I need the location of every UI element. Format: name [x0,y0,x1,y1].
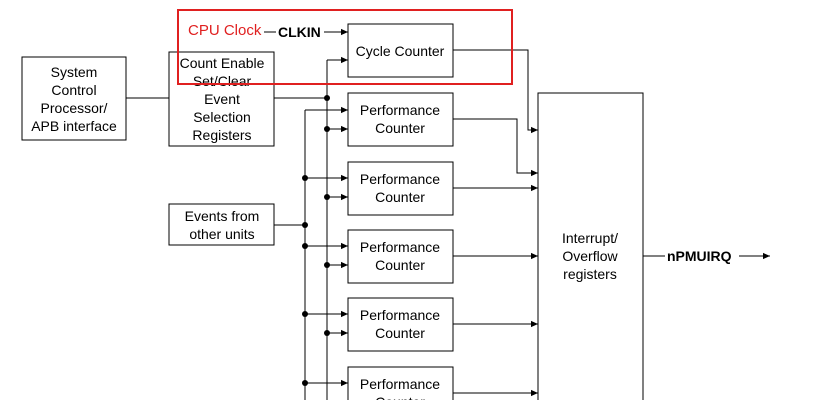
perf-counter-2-line-2: Counter [375,189,425,205]
perf-counter-3-line-1: Performance [360,239,440,255]
system-control-line-2: Control [51,82,96,98]
cpu-clock-label: CPU Clock [188,22,262,39]
events-other-line-2: other units [189,226,254,242]
performance-counter-5: Performance Counter [347,366,454,400]
cycle-counter-label: Cycle Counter [356,43,445,59]
count-enable-line-1: Count Enable [180,55,265,71]
perf-counter-4-line-2: Counter [375,325,425,341]
system-control-line-4: APB interface [31,118,117,134]
interrupt-overflow-block: Interrupt/ Overflow registers [537,92,644,400]
wiring [126,28,770,400]
system-control-line-1: System [51,64,98,80]
perf-counter-5-line-1: Performance [360,376,440,392]
interrupt-line-1: Interrupt/ [562,230,618,246]
perf-counter-5-line-2: Counter [375,394,425,400]
perf-counter-4-line-1: Performance [360,307,440,323]
performance-counter-3: Performance Counter [347,229,454,284]
system-control-line-3: Processor/ [41,100,108,116]
count-enable-line-5: Registers [192,127,251,143]
cycle-counter-block: Cycle Counter [347,23,454,78]
perf-counter-2-line-1: Performance [360,171,440,187]
events-other-line-1: Events from [185,208,260,224]
events-other-units-block: Events from other units [168,203,275,246]
system-control-block: System Control Processor/ APB interface [21,56,127,141]
count-enable-line-3: Event [204,91,240,107]
performance-counter-2: Performance Counter [347,161,454,216]
cpu-clock-highlight: CPU Clock [177,9,513,85]
interrupt-line-2: Overflow [562,248,618,264]
count-enable-block: Count Enable Set/Clear Event Selection R… [168,51,275,147]
perf-counter-3-line-2: Counter [375,257,425,273]
count-enable-line-4: Selection [193,109,251,125]
perf-counter-1-line-2: Counter [375,120,425,136]
performance-counter-4: Performance Counter [347,297,454,352]
interrupt-line-3: registers [563,266,617,282]
perf-counter-1-line-1: Performance [360,102,440,118]
count-enable-line-2: Set/Clear [193,73,252,89]
performance-counter-1: Performance Counter [347,92,454,147]
clkin-label: CLKIN [278,24,321,40]
npmuirq-label: nPMUIRQ [667,248,732,264]
